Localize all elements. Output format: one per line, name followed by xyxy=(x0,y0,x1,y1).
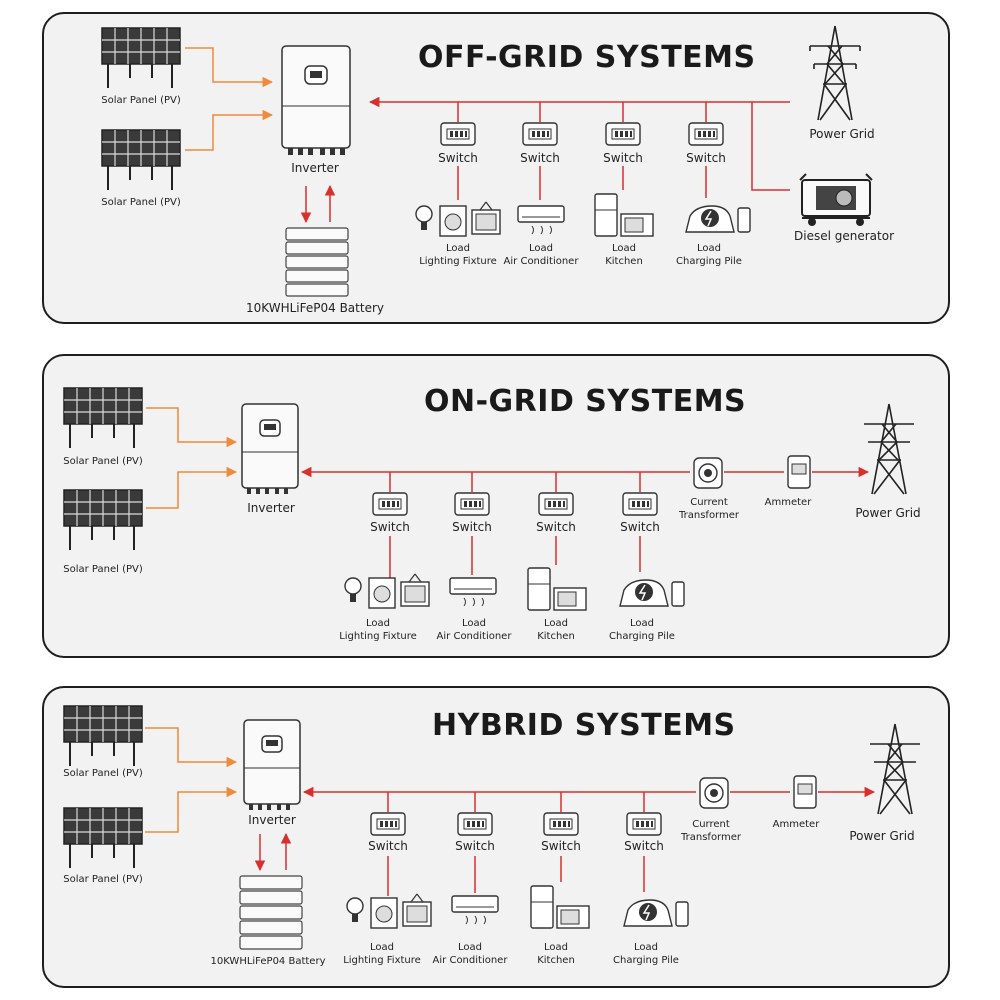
switch-label: Switch xyxy=(455,839,495,853)
hybrid-panel xyxy=(42,686,950,988)
switch-icon xyxy=(605,122,641,146)
ammeter-icon xyxy=(787,455,811,489)
current-transformer-icon xyxy=(693,457,723,489)
switch-icon xyxy=(543,812,579,836)
switch-label: Switch xyxy=(603,151,643,165)
lighting-fixture-icon xyxy=(415,201,501,237)
on-grid-title: ON-GRID SYSTEMS xyxy=(424,384,747,419)
solar-panel-icon xyxy=(63,807,143,868)
switch-label: Switch xyxy=(520,151,560,165)
off-grid-title: OFF-GRID SYSTEMS xyxy=(418,40,756,75)
solar-panel-icon xyxy=(63,489,143,550)
inverter-label: Inverter xyxy=(291,161,339,175)
inverter-icon xyxy=(243,719,301,810)
solar-panel-icon xyxy=(63,387,143,448)
switch-icon xyxy=(538,492,574,516)
charging-pile-icon xyxy=(685,205,751,233)
power-grid-label: Power Grid xyxy=(809,127,875,141)
diesel-generator-label: Diesel generator xyxy=(794,229,894,243)
pv-wire-1 xyxy=(185,47,274,88)
battery-icon xyxy=(285,227,349,297)
switch-icon xyxy=(626,812,662,836)
power-tower-icon xyxy=(809,25,861,121)
ammeter-icon xyxy=(793,775,817,809)
charging-pile-icon xyxy=(619,579,685,607)
switch-label: Switch xyxy=(370,520,410,534)
power-tower-icon xyxy=(864,403,914,495)
solar-panel-label: Solar Panel (PV) xyxy=(101,95,181,106)
solar-panel-icon xyxy=(101,27,181,88)
inverter-label: Inverter xyxy=(248,813,296,827)
inverter-label: Inverter xyxy=(247,501,295,515)
inverter-icon xyxy=(241,403,299,494)
switch-label: Switch xyxy=(452,520,492,534)
ammeter-label: Ammeter xyxy=(772,819,820,830)
switch-label: Switch xyxy=(438,151,478,165)
battery-icon xyxy=(239,875,303,950)
air-conditioner-icon xyxy=(449,577,497,607)
hybrid-title: HYBRID SYSTEMS xyxy=(432,708,736,743)
generator-wire xyxy=(751,102,790,191)
charging-pile-icon xyxy=(623,899,689,927)
solar-panel-label: Solar Panel (PV) xyxy=(63,456,143,467)
switch-label: Switch xyxy=(686,151,726,165)
solar-panel-label: Solar Panel (PV) xyxy=(63,564,143,575)
on-grid-panel xyxy=(42,354,950,658)
current-transformer-icon xyxy=(699,777,729,809)
air-conditioner-icon xyxy=(451,895,499,925)
power-grid-label: Power Grid xyxy=(855,506,921,520)
power-tower-icon xyxy=(870,723,920,815)
solar-panel-label: Solar Panel (PV) xyxy=(63,768,143,779)
switch-icon xyxy=(440,122,476,146)
kitchen-icon xyxy=(530,885,590,929)
lighting-fixture-icon xyxy=(344,573,430,609)
pv-wire-2 xyxy=(185,109,274,151)
switch-icon xyxy=(457,812,493,836)
solar-panel-icon xyxy=(101,129,181,190)
kitchen-icon xyxy=(594,193,654,237)
air-conditioner-icon xyxy=(517,205,565,235)
switch-label: Switch xyxy=(624,839,664,853)
switch-icon xyxy=(522,122,558,146)
switch-icon xyxy=(622,492,658,516)
switch-icon xyxy=(688,122,724,146)
switch-icon xyxy=(454,492,490,516)
switch-label: Switch xyxy=(620,520,660,534)
battery-label: 10KWHLiFeP04 Battery xyxy=(246,301,384,315)
switch-icon xyxy=(370,812,406,836)
switch-label: Switch xyxy=(536,520,576,534)
power-grid-label: Power Grid xyxy=(849,829,915,843)
battery-label: 10KWHLiFeP04 Battery xyxy=(210,956,326,967)
diesel-generator-icon xyxy=(799,173,873,226)
solar-panel-label: Solar Panel (PV) xyxy=(63,874,143,885)
off-grid-panel xyxy=(42,12,950,324)
ammeter-label: Ammeter xyxy=(764,497,812,508)
solar-panel-icon xyxy=(63,705,143,766)
switch-label: Switch xyxy=(541,839,581,853)
kitchen-icon xyxy=(527,567,587,611)
switch-label: Switch xyxy=(368,839,408,853)
solar-panel-label: Solar Panel (PV) xyxy=(101,197,181,208)
inverter-icon xyxy=(281,45,351,155)
switch-icon xyxy=(372,492,408,516)
lighting-fixture-icon xyxy=(346,893,432,929)
